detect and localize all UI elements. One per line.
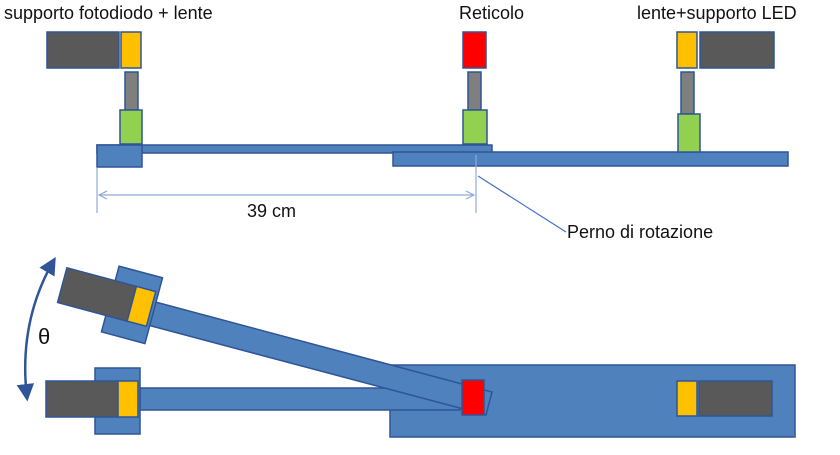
photodiode-lens-straight xyxy=(117,380,139,418)
photodiode-post xyxy=(124,71,139,111)
photodiode-lens xyxy=(120,31,142,69)
grating-label: Reticolo xyxy=(459,3,524,23)
led-lens xyxy=(676,31,698,69)
led-holder xyxy=(699,31,775,69)
led-support-label: lente+supporto LED xyxy=(637,3,797,23)
angle-label: θ xyxy=(38,324,50,349)
led-post xyxy=(680,71,695,115)
distance-dimension xyxy=(96,155,477,213)
rotation-angle-arrow xyxy=(16,256,56,402)
pivot-label: Perno di rotazione xyxy=(567,222,713,242)
photodiode-holder xyxy=(46,31,120,69)
led-lens-top xyxy=(676,380,698,417)
pivot-pointer-line xyxy=(477,175,567,233)
distance-label: 39 cm xyxy=(247,201,296,221)
photodiode-support-label: supporto fotodiodo + lente xyxy=(4,3,213,23)
grating-plate xyxy=(462,31,487,69)
grating-top xyxy=(461,379,485,416)
photodiode-rotated-assembly xyxy=(56,265,164,345)
grating-post xyxy=(467,71,482,111)
side-view: supporto fotodiodo + lente Reticolo lent… xyxy=(4,3,797,242)
photodiode-base xyxy=(119,109,143,145)
led-base xyxy=(677,113,701,153)
led-holder-top xyxy=(698,380,773,417)
photodiode-lens-rotated xyxy=(126,285,157,328)
grating-base xyxy=(462,109,488,145)
rotating-rail-foot xyxy=(96,144,143,168)
photodiode-holder-straight xyxy=(45,380,119,418)
top-view: θ xyxy=(16,256,796,438)
fixed-rail-side xyxy=(392,151,789,167)
